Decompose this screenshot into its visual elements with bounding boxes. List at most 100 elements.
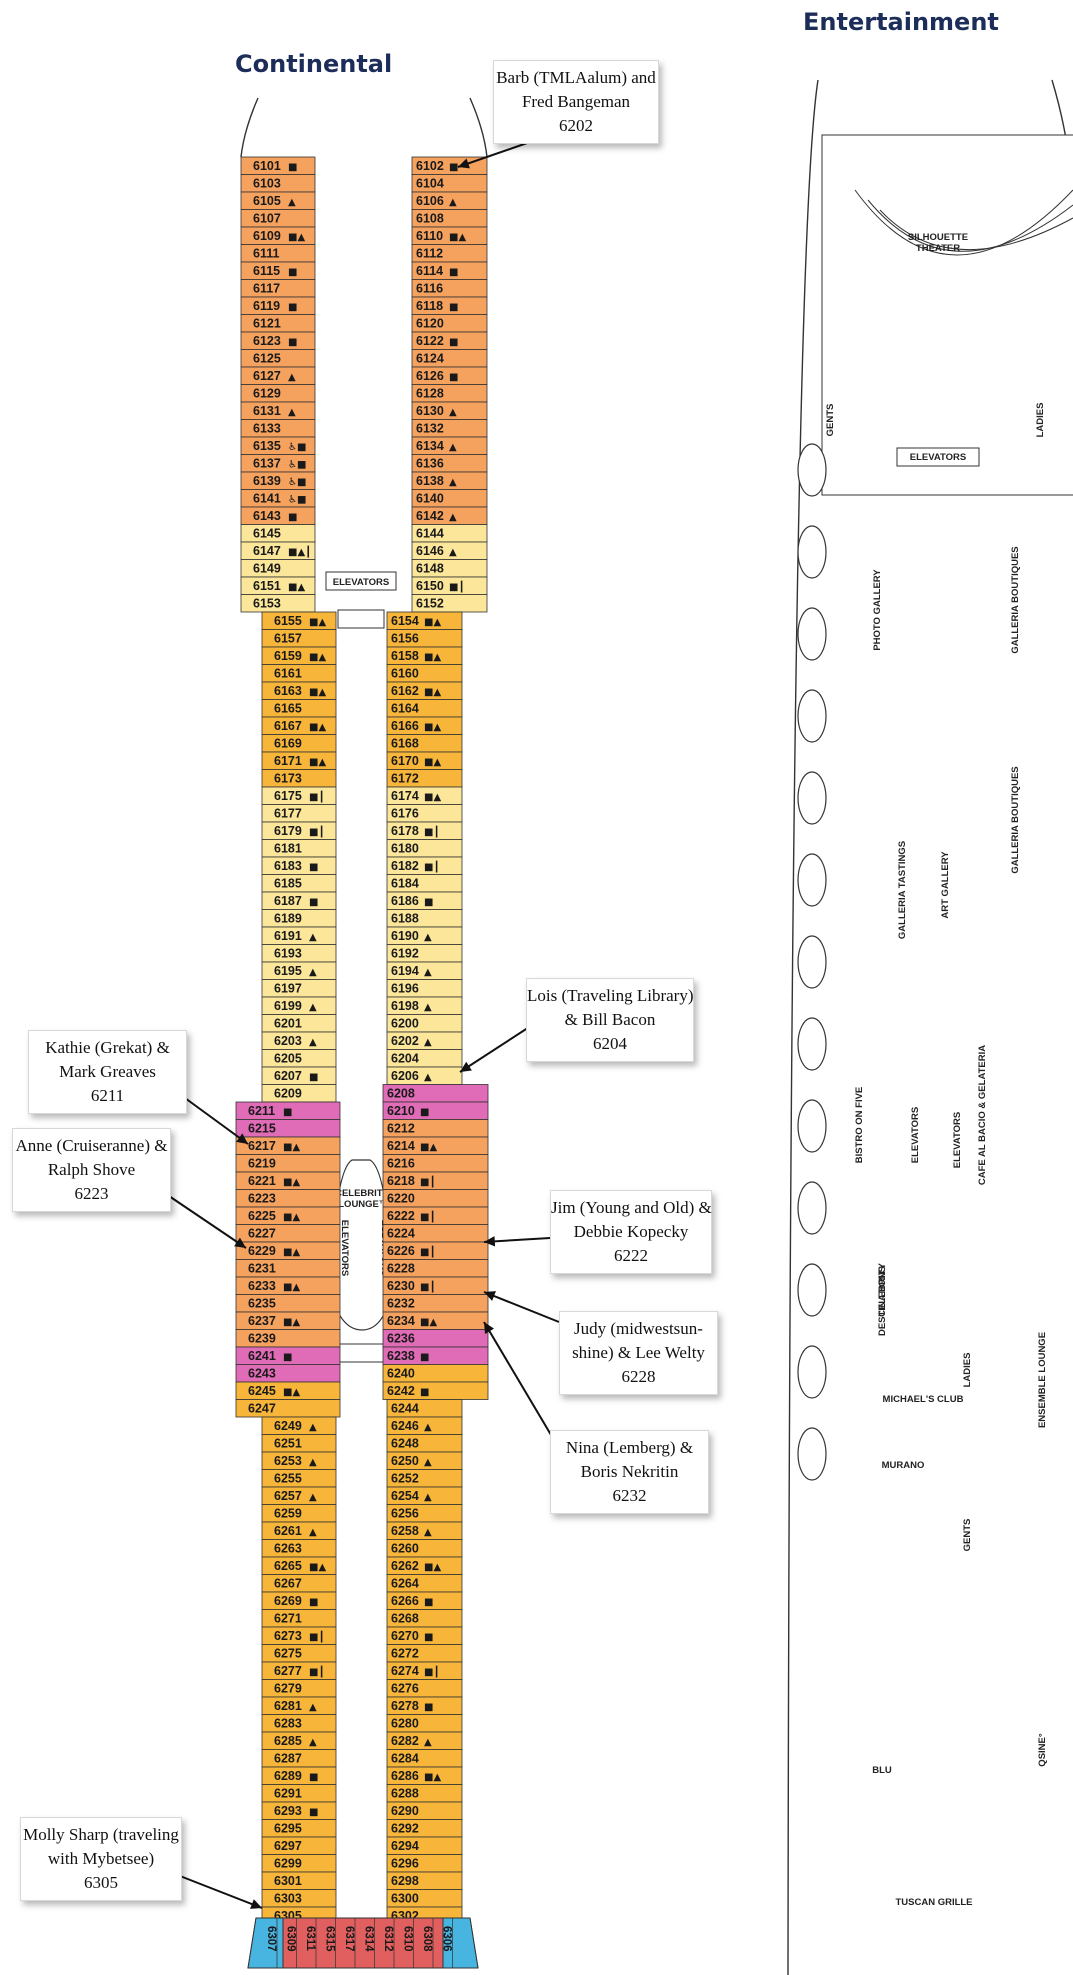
entertainment-heading: Entertainment xyxy=(803,8,999,36)
venue-label: CAFE AL BACIO & GELATERIA xyxy=(977,1045,988,1185)
cabin-number: 6276 xyxy=(391,1682,419,1696)
cabin-number: 6218 xyxy=(387,1174,415,1188)
cabin-markers: ▲ xyxy=(449,442,457,453)
cabin-markers: ▲ xyxy=(309,1037,317,1048)
venue-label: ELEVATORS xyxy=(910,1107,921,1163)
cabin-markers: ■▲ xyxy=(309,652,326,663)
cabin-6317: 6317 xyxy=(343,1926,355,1952)
venue-label: MURANO xyxy=(882,1460,925,1471)
cabin-number: 6150 xyxy=(416,579,444,593)
cabin-markers: ▲ xyxy=(309,1492,317,1503)
arrow-lois-head xyxy=(460,1061,472,1072)
cabin-markers: ■▲ xyxy=(424,792,441,803)
cabin-markers: ■┃ xyxy=(424,825,439,838)
cabin-number: 6179 xyxy=(274,824,302,838)
cabin-number: 6118 xyxy=(416,299,443,313)
cabin-number: 6169 xyxy=(274,737,302,751)
venue-label: QSINE° xyxy=(1037,1733,1048,1767)
cabin-6311: 6311 xyxy=(304,1926,316,1952)
arrow-barb-head xyxy=(458,158,470,169)
cabin-markers: ■▲ xyxy=(288,232,305,243)
cabin-number: 6122 xyxy=(416,334,444,348)
arrow-judy xyxy=(483,1291,560,1323)
callout-line: Anne (Cruiseranne) & xyxy=(15,1136,168,1155)
cabin-markers: ■┃ xyxy=(309,1665,324,1678)
cabin-markers: ♿■ xyxy=(288,460,306,471)
cabin-number: 6283 xyxy=(274,1717,302,1731)
callout-line: Boris Nekritin xyxy=(580,1462,679,1481)
cabin-markers: ■▲ xyxy=(424,687,441,698)
cabin-number: 6177 xyxy=(274,807,302,821)
cabin-number: 6233 xyxy=(248,1279,276,1293)
cabin-number: 6270 xyxy=(391,1629,419,1643)
window-bay xyxy=(797,1099,827,1153)
elevators-top-box xyxy=(325,571,397,591)
cabin-number: 6193 xyxy=(274,947,302,961)
venue-label: DESTINATIONS xyxy=(877,1266,888,1336)
callout-line: Jim (Young and Old) & xyxy=(551,1198,712,1217)
cabin-number: 6195 xyxy=(274,964,302,978)
window-bay xyxy=(797,1345,827,1399)
cabin-number: 6257 xyxy=(274,1489,302,1503)
arrow-anne-head xyxy=(234,1237,246,1248)
cabin-number: 6138 xyxy=(416,474,444,488)
cabin-markers: ♿■ xyxy=(288,477,306,488)
cabin-number: 6240 xyxy=(387,1367,415,1381)
cabin-markers: ■▲ xyxy=(309,757,326,768)
cabin-number: 6256 xyxy=(391,1507,419,1521)
cabin-number: 6207 xyxy=(274,1069,302,1083)
cabin-number: 6161 xyxy=(274,667,302,681)
elevator-bank-top xyxy=(337,609,385,629)
cabin-number: 6222 xyxy=(387,1209,415,1223)
ilounge-label: iLOUNGE™ xyxy=(336,1199,389,1210)
cabin-number: 6223 xyxy=(248,1192,276,1206)
callout-cabin: 6222 xyxy=(614,1246,648,1265)
cabin-number: 6148 xyxy=(416,562,444,576)
venue-label: LADIES xyxy=(1035,403,1046,438)
callout-line: Nina (Lemberg) & xyxy=(565,1438,694,1457)
cabin-number: 6252 xyxy=(391,1472,419,1486)
venue-label: CELEBRITY xyxy=(877,1262,888,1317)
cabin-number: 6129 xyxy=(253,387,281,401)
cabin-markers: ■▲ xyxy=(424,652,441,663)
callout-cabin: 6204 xyxy=(593,1034,627,1053)
cabin-number: 6142 xyxy=(416,509,444,523)
cabin-number: 6297 xyxy=(274,1839,302,1853)
cabin-number: 6146 xyxy=(416,544,444,558)
cabin-number: 6279 xyxy=(274,1682,302,1696)
cabin-markers: ▲ xyxy=(449,512,457,523)
cabin-markers: ■┃ xyxy=(420,1210,435,1223)
cabin-markers: ■┃ xyxy=(424,860,439,873)
cabin-6308: 6308 xyxy=(421,1926,433,1952)
cabin-6306: 6306 xyxy=(441,1926,453,1952)
cabin-number: 6160 xyxy=(391,667,419,681)
cabin-number: 6174 xyxy=(391,789,419,803)
cabin-number: 6108 xyxy=(416,212,444,226)
hull-bow-starboard xyxy=(469,97,488,158)
cabin-number: 6198 xyxy=(391,999,419,1013)
window-bay xyxy=(797,607,827,661)
hull-bow-port xyxy=(240,97,259,158)
cabin-number: 6251 xyxy=(274,1437,302,1451)
cabin-number: 6294 xyxy=(391,1839,419,1853)
cabin-number: 6243 xyxy=(248,1367,276,1381)
cabin-number: 6203 xyxy=(274,1034,302,1048)
cabin-number: 6229 xyxy=(248,1244,276,1258)
callout-line: Lois (Traveling Library) xyxy=(527,986,694,1005)
cabin-number: 6167 xyxy=(274,719,302,733)
cabin-markers: ■▲ xyxy=(424,1772,441,1783)
cabin-number: 6187 xyxy=(274,894,302,908)
window-bay xyxy=(797,1017,827,1071)
cabin-number: 6101 xyxy=(253,159,281,173)
cabin-number: 6264 xyxy=(391,1577,419,1591)
cabin-number: 6116 xyxy=(416,282,443,296)
callout-nina: Nina (Lemberg) & Boris Nekritin 6232 xyxy=(550,1430,709,1514)
cabin-number: 6277 xyxy=(274,1664,302,1678)
elevators-box-right xyxy=(896,447,980,467)
cabin-number: 6144 xyxy=(416,527,444,541)
cabin-number: 6285 xyxy=(274,1734,302,1748)
cabin-number: 6261 xyxy=(274,1524,302,1538)
cabin-number: 6175 xyxy=(274,789,302,803)
cabin-number: 6137 xyxy=(253,457,281,471)
